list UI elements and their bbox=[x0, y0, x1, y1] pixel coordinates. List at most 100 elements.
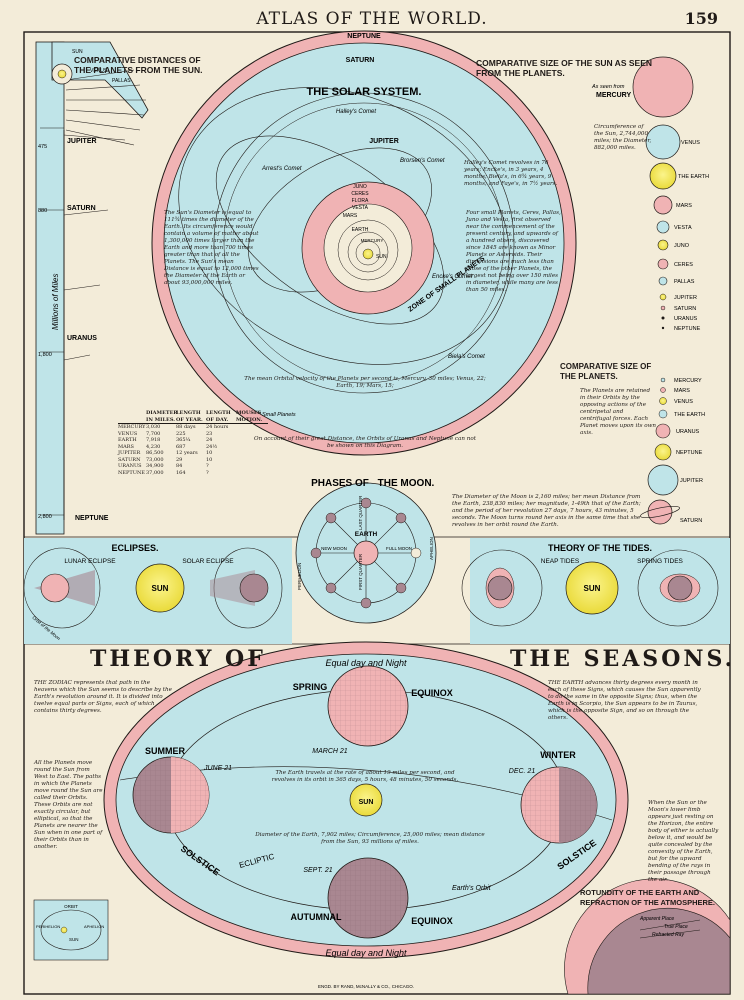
planet-size-label-mercury: MERCURY bbox=[674, 378, 702, 384]
orbit-label-sun: SUN bbox=[376, 254, 387, 260]
tides-sun-label: SUN bbox=[584, 584, 601, 593]
sun-seen-from-neptune bbox=[661, 326, 665, 330]
sun-size-label-mercury: MERCURY bbox=[596, 92, 631, 99]
neap-orbit bbox=[461, 549, 543, 627]
moon-label-full: FULL MOON bbox=[386, 546, 412, 551]
zodiac-note: THE ZODIAC represents that path in the h… bbox=[34, 680, 172, 714]
true-place-label: True Place bbox=[664, 924, 688, 930]
solar-system-title: THE SOLAR SYSTEM. bbox=[307, 86, 422, 98]
refracted-ray-label: Refracted Ray bbox=[652, 932, 684, 938]
sun-size-label-neptune: NEPTUNE bbox=[674, 326, 701, 332]
rotundity-title: ROTUNDITY OF THE EARTH AND REFRACTION OF… bbox=[580, 888, 715, 907]
moon-full bbox=[410, 547, 422, 559]
orbit-label-juno: JUNO bbox=[353, 184, 367, 190]
mercury-orbit bbox=[355, 240, 381, 266]
sept-label: SEPT. 21 bbox=[303, 867, 332, 874]
sun-seen-from-pallas bbox=[658, 276, 668, 286]
page-number: 159 bbox=[684, 9, 718, 28]
sun-size-label-juno: JUNO bbox=[674, 243, 690, 249]
page-header-title: ATLAS OF THE WORLD. bbox=[256, 9, 488, 29]
earth-speed-note: The Earth travels at the rate of about 1… bbox=[271, 770, 459, 783]
orbital-velocity-note: The mean Orbital velocity of the Planets… bbox=[244, 376, 486, 389]
orbit-label-mars: MARS bbox=[343, 213, 358, 219]
summer-earth bbox=[132, 756, 210, 834]
planet-table: DIAMETER IN MILES. LENGTH OF YEAR. LENGT… bbox=[118, 410, 268, 476]
distance-rays bbox=[63, 134, 126, 361]
sun-seen-from-ceres bbox=[657, 258, 669, 270]
comet-label-biela: Biela's Comet bbox=[448, 354, 485, 360]
planet-size-panel: MERCURY MARS VENUS THE EARTH URANUS NEPT… bbox=[640, 377, 705, 525]
spring-tides-label: SPRING TIDES bbox=[637, 558, 683, 565]
orbit-inset-ellipse bbox=[40, 909, 102, 951]
mars-orbit bbox=[323, 203, 413, 293]
comet-period-note: Halley's Comet revolves in 76 years; Enc… bbox=[464, 160, 558, 187]
equal-day-night-top: Equal day and Night bbox=[325, 658, 407, 668]
sun-seen-from-earth bbox=[649, 162, 677, 190]
sun-size-label-saturn: SATURN bbox=[674, 306, 696, 312]
moon-title-right: THE MOON. bbox=[378, 478, 435, 489]
planet-saturn bbox=[647, 499, 673, 525]
spring-earth bbox=[667, 575, 693, 601]
sun-size-panel: As seen from MERCURY VENUS THE EARTH MAR… bbox=[591, 56, 709, 332]
seen-from-label: As seen from bbox=[591, 84, 625, 90]
planet-size-label-venus: VENUS bbox=[674, 399, 693, 405]
sun-size-label-ceres: CERES bbox=[674, 262, 693, 268]
orbit-inset-orbit-label: ORBIT bbox=[64, 904, 78, 909]
sun-seen-from-saturn bbox=[660, 305, 666, 311]
moon-label-new: NEW MOON bbox=[321, 546, 347, 551]
seasons-title-left: THEORY OF bbox=[90, 646, 266, 672]
summer-label: SUMMER bbox=[145, 746, 185, 756]
equal-day-night-bottom: Equal day and Night bbox=[325, 948, 407, 958]
distance-ticks bbox=[40, 127, 65, 520]
solar-system-diagram: NEPTUNE SATURN JUPITER THE SOLAR SYSTEM.… bbox=[151, 30, 577, 456]
orbit-inset-sun-label: SUN bbox=[69, 937, 79, 942]
moon-quarter bbox=[360, 497, 372, 509]
planet-mercury bbox=[660, 377, 666, 383]
ring-label-saturn: SATURN bbox=[346, 57, 375, 64]
distance-label-neptune: NEPTUNE bbox=[75, 515, 109, 522]
planet-size-label-uranus: URANUS bbox=[676, 429, 700, 435]
dec-label: DEC. 21 bbox=[509, 768, 536, 775]
planet-uranus bbox=[655, 423, 671, 439]
orbit-label-mercury: MERCURY bbox=[361, 238, 384, 243]
lunar-eclipse-orbit bbox=[23, 547, 101, 629]
moon-label-last-quarter: LAST QUARTER bbox=[358, 495, 363, 530]
autumn-earth bbox=[327, 857, 409, 939]
moon-new bbox=[310, 547, 322, 559]
tides-panel: THEORY OF THE TIDES. NEAP TIDES SPRING T… bbox=[461, 538, 730, 644]
neap-tides-label: NEAP TIDES bbox=[541, 558, 580, 565]
orbit-inset-aphelion-label: APHELION bbox=[84, 924, 104, 929]
tides-sun bbox=[565, 561, 619, 615]
moon-phase bbox=[325, 512, 337, 524]
distance-label-sun: SUN bbox=[72, 49, 83, 55]
sun-size-label-earth: THE EARTH bbox=[678, 174, 709, 180]
distances-panel: JUPITER SATURN URANUS NEPTUNE SUN VENUS … bbox=[35, 41, 149, 535]
earth-advance-note: THE EARTH advances thirty degrees every … bbox=[548, 680, 701, 721]
apparent-place-label: Apparent Place bbox=[639, 916, 674, 922]
june-label: JUNE 21 bbox=[203, 765, 232, 772]
distance-tick-2800: 2,800 bbox=[38, 514, 52, 520]
planet-jupiter bbox=[647, 464, 679, 496]
moon-label-first-quarter: FIRST QUARTER bbox=[358, 553, 363, 590]
equinox-label: EQUINOX bbox=[411, 688, 453, 698]
planet-mars bbox=[660, 387, 666, 393]
saturn-ring bbox=[640, 505, 680, 519]
moon-label-earth: EARTH bbox=[355, 531, 378, 538]
orbit-label-vesta: VESTA bbox=[352, 205, 369, 211]
sun-seen-from-uranus bbox=[661, 316, 665, 320]
refraction-note: When the Sun or the Moon's lower limb ap… bbox=[648, 800, 719, 883]
earths-orbit-label: Earth's Orbit bbox=[452, 885, 492, 892]
sun-seen-from-mercury bbox=[632, 56, 694, 118]
comet-label-arrest: Arrest's Comet bbox=[261, 166, 302, 172]
planet-size-label-saturn: SATURN bbox=[680, 518, 702, 524]
comet-label-encke: Encke's Comet bbox=[432, 274, 472, 280]
moon-phase bbox=[395, 582, 407, 594]
orbit-label-flora: FLORA bbox=[352, 198, 369, 204]
distance-label-jupiter: JUPITER bbox=[67, 138, 97, 145]
